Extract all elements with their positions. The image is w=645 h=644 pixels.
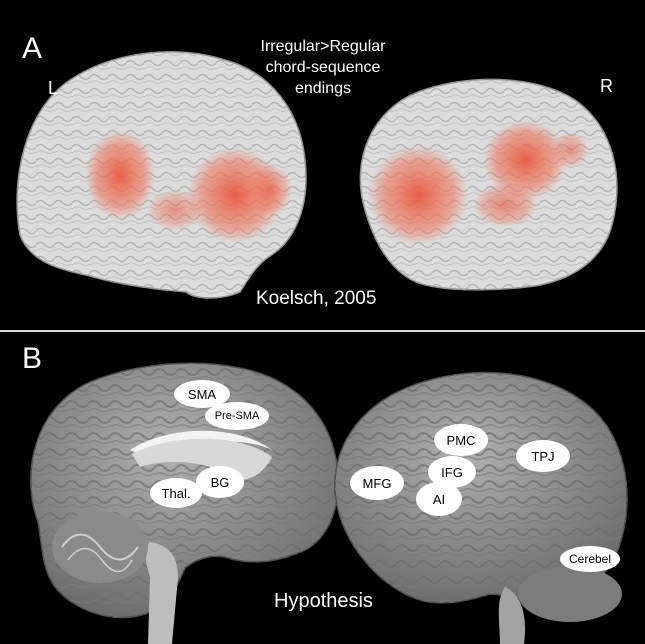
activation-right-frontal — [368, 145, 468, 245]
title-line-1: Irregular>Regular — [228, 36, 418, 57]
label-pmc: PMC — [434, 424, 488, 456]
lateral-brain — [335, 372, 627, 644]
label-mfg: MFG — [350, 466, 404, 500]
right-hemisphere-a — [360, 79, 617, 289]
label-cerebel: Cerebel — [560, 546, 620, 572]
label-pre-sma: Pre-SMA — [205, 402, 269, 430]
label-bg: BG — [196, 466, 244, 498]
cerebellum-lateral — [518, 566, 622, 622]
panel-a-letter: A — [22, 34, 42, 64]
left-hemisphere-label: L — [48, 78, 58, 99]
activation-left-frontal — [85, 130, 155, 220]
title-line-3: endings — [228, 78, 418, 99]
brainstem — [145, 542, 178, 644]
label-tpj: TPJ — [516, 440, 570, 472]
title-line-2: chord-sequence — [228, 57, 418, 78]
hypothesis-caption: Hypothesis — [274, 590, 373, 613]
panel-a-title: Irregular>Regular chord-sequence endings — [228, 36, 418, 99]
panel-a: A L R Irregular>Regular chord-sequence e… — [0, 0, 645, 330]
right-hemisphere-label: R — [600, 76, 613, 97]
label-thal: Thal. — [150, 478, 202, 508]
panel-b: B SMA Pre-SMA Thal. BG PMC TPJ MFG IFG A… — [0, 332, 645, 644]
citation: Koelsch, 2005 — [256, 288, 376, 310]
label-ai: AI — [416, 482, 462, 516]
panel-b-letter: B — [22, 344, 42, 374]
